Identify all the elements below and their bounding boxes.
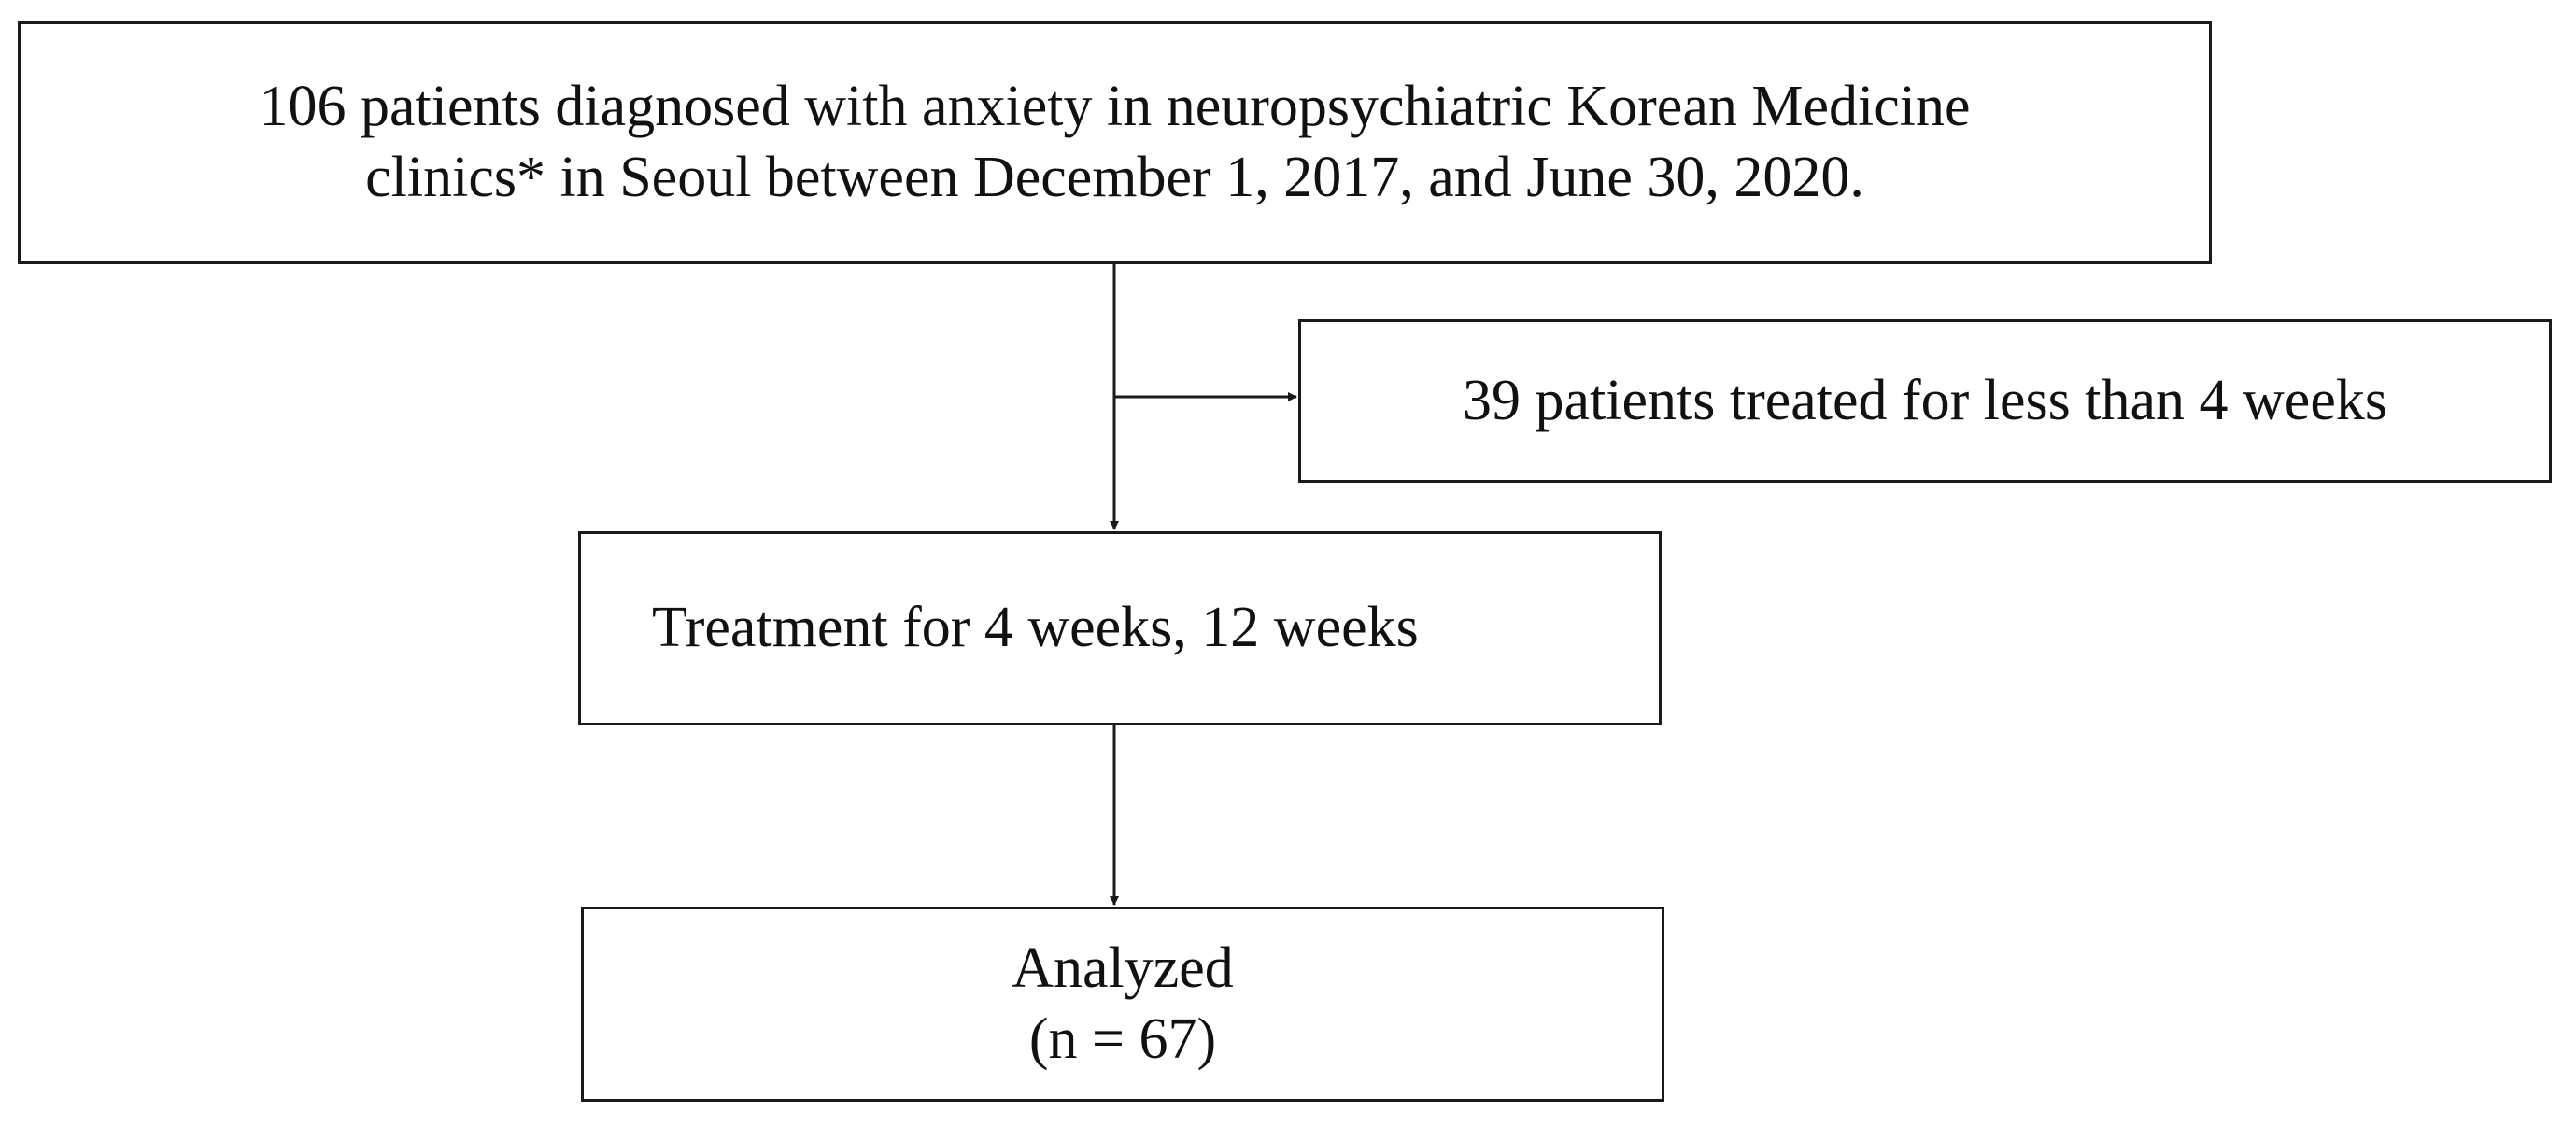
analyzed-label: Analyzed <box>1012 936 1234 1000</box>
eligible-patients-line-2: clinics* in Seoul between December 1, 20… <box>365 146 1864 209</box>
analyzed-box: Analyzed (n = 67) <box>581 907 1664 1102</box>
treatment-label: Treatment for 4 weeks, 12 weeks <box>652 596 1419 660</box>
eligible-patients-box: 106 patients diagnosed with anxiety in n… <box>18 21 2212 264</box>
excluded-patients-box: 39 patients treated for less than 4 week… <box>1298 319 2552 483</box>
eligible-patients-line-1: 106 patients diagnosed with anxiety in n… <box>259 75 1971 139</box>
analyzed-count: (n = 67) <box>1028 1006 1217 1071</box>
excluded-patients-label: 39 patients treated for less than 4 week… <box>1463 368 2387 432</box>
treatment-box: Treatment for 4 weeks, 12 weeks <box>578 531 1662 725</box>
